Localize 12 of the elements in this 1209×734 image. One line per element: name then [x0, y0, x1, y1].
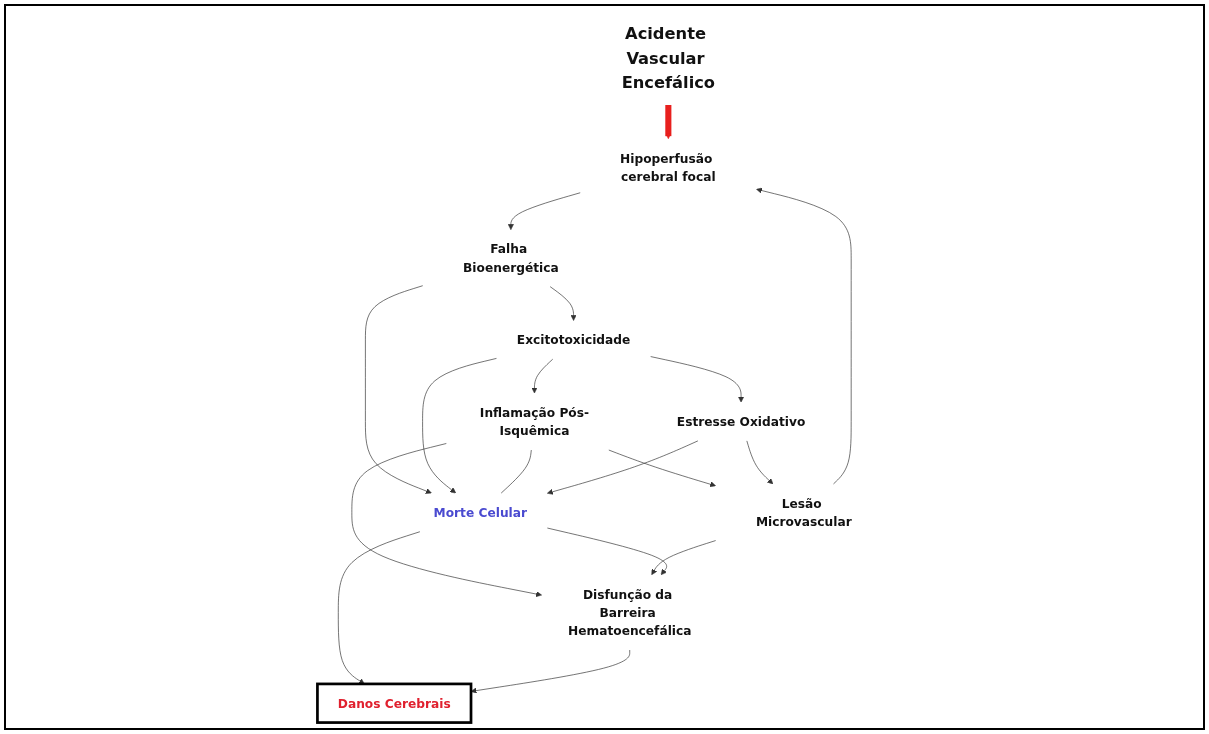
connector — [500, 449, 532, 494]
node-text: Morte Celular — [433, 505, 527, 520]
node-text: Disfunção da Barreira Hematoencefálica — [567, 586, 692, 638]
node-text: Falha Bioenergética — [462, 241, 559, 275]
node-text: Acidente Vascular Encefálico — [621, 24, 715, 93]
node-text: Inflamação Pós-Isquêmica — [479, 405, 589, 438]
node-text: Estresse Oxidativo — [676, 414, 806, 429]
arrow — [665, 104, 672, 140]
node-text: Hipoperfusão cerebral focal — [619, 151, 716, 184]
node-text: Lesão Microvascular — [755, 496, 852, 529]
node-text: Excitotoxicidade — [516, 332, 631, 347]
node-box: Danos Cerebrais — [315, 682, 473, 724]
